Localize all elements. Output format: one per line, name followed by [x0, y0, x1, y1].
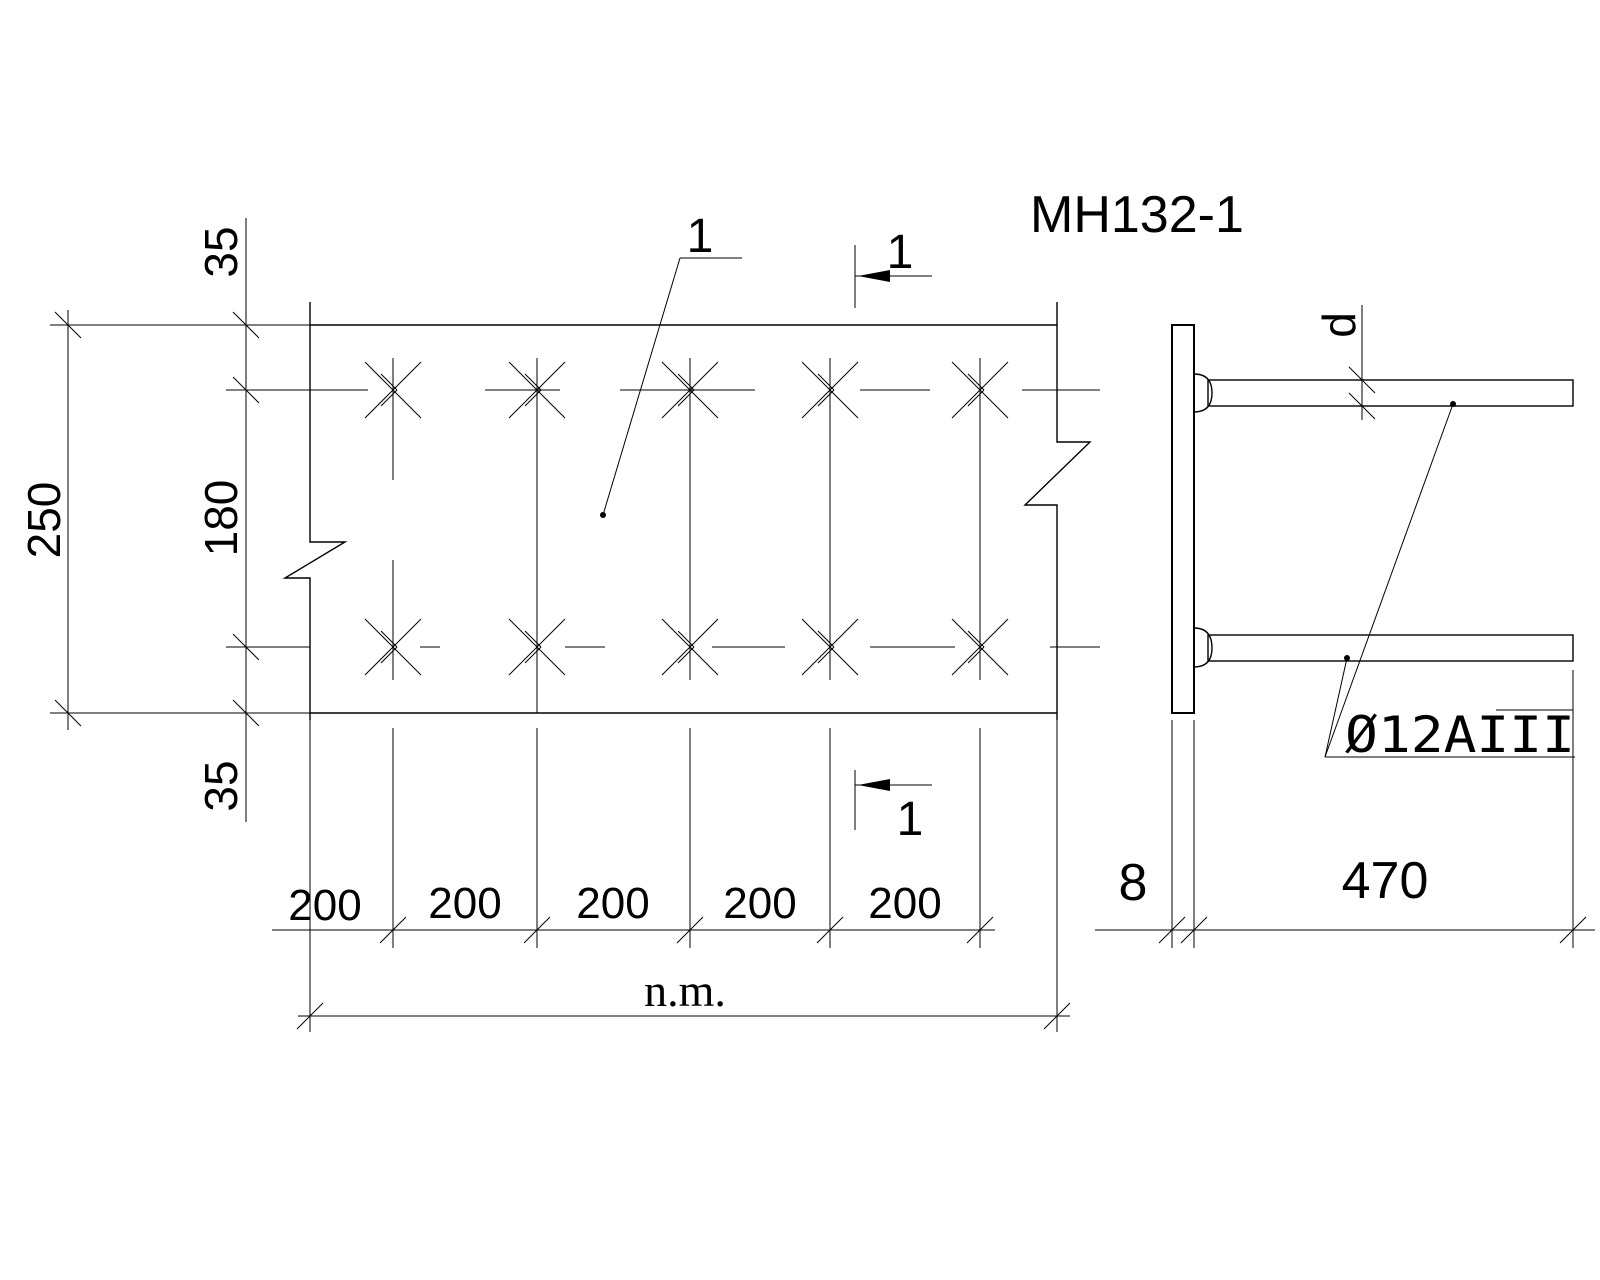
anchor-point — [801, 358, 859, 422]
plate-thickness-label: 8 — [1119, 854, 1148, 912]
dim-anchor-spacing: 200 200 200 200 200 — [272, 728, 995, 948]
anchor-point — [364, 615, 422, 679]
anchor-point — [508, 615, 566, 679]
rebar-callout: Ø12AIII — [1324, 401, 1575, 764]
anchor-length-label: 470 — [1342, 852, 1429, 910]
drawing-title: MH132-1 — [1030, 186, 1244, 244]
anchor-point — [661, 615, 719, 679]
left-break-line — [282, 302, 348, 720]
plate-callout: 1 — [600, 210, 742, 518]
plan-view: 1 1 1 250 — [18, 210, 1100, 1032]
spacing-label: 200 — [428, 879, 501, 928]
spacing-label: 200 — [723, 879, 796, 928]
svg-text:35: 35 — [195, 760, 247, 811]
dim-total-height: 250 — [18, 310, 310, 730]
section-marker-top: 1 — [854, 226, 932, 308]
dim-section-bottom: 8 470 — [1095, 670, 1595, 948]
anchor-bar-top — [1193, 373, 1574, 413]
svg-text:35: 35 — [195, 226, 247, 277]
anchor-marks — [364, 358, 1009, 679]
embedded-plate-section — [1171, 324, 1195, 714]
callout-label: 1 — [687, 210, 714, 263]
anchor-point — [951, 358, 1009, 422]
right-break-line — [1023, 302, 1092, 720]
svg-text:1: 1 — [887, 226, 914, 279]
section-marker-bottom: 1 — [854, 770, 932, 846]
dim-inner-chain: 35 180 35 — [195, 218, 260, 822]
dim-d: d — [1313, 305, 1376, 420]
anchor-point — [364, 358, 422, 422]
svg-text:1: 1 — [897, 793, 924, 846]
dim-length: n.m. — [296, 720, 1071, 1032]
anchor-point — [508, 358, 566, 422]
spacing-label: 200 — [868, 879, 941, 928]
anchor-point — [951, 615, 1009, 679]
anchor-point — [801, 615, 859, 679]
spacing-label: 200 — [576, 879, 649, 928]
svg-text:d: d — [1313, 312, 1365, 338]
section-view: d Ø12AIII 8 470 — [1095, 305, 1595, 948]
anchor-point — [661, 358, 719, 422]
anchor-bar-bottom — [1193, 627, 1574, 668]
svg-text:n.m.: n.m. — [644, 965, 726, 1016]
svg-text:180: 180 — [195, 480, 247, 557]
spacing-label: 200 — [288, 881, 361, 930]
svg-text:250: 250 — [18, 482, 70, 559]
rebar-label: Ø12AIII — [1345, 706, 1575, 764]
